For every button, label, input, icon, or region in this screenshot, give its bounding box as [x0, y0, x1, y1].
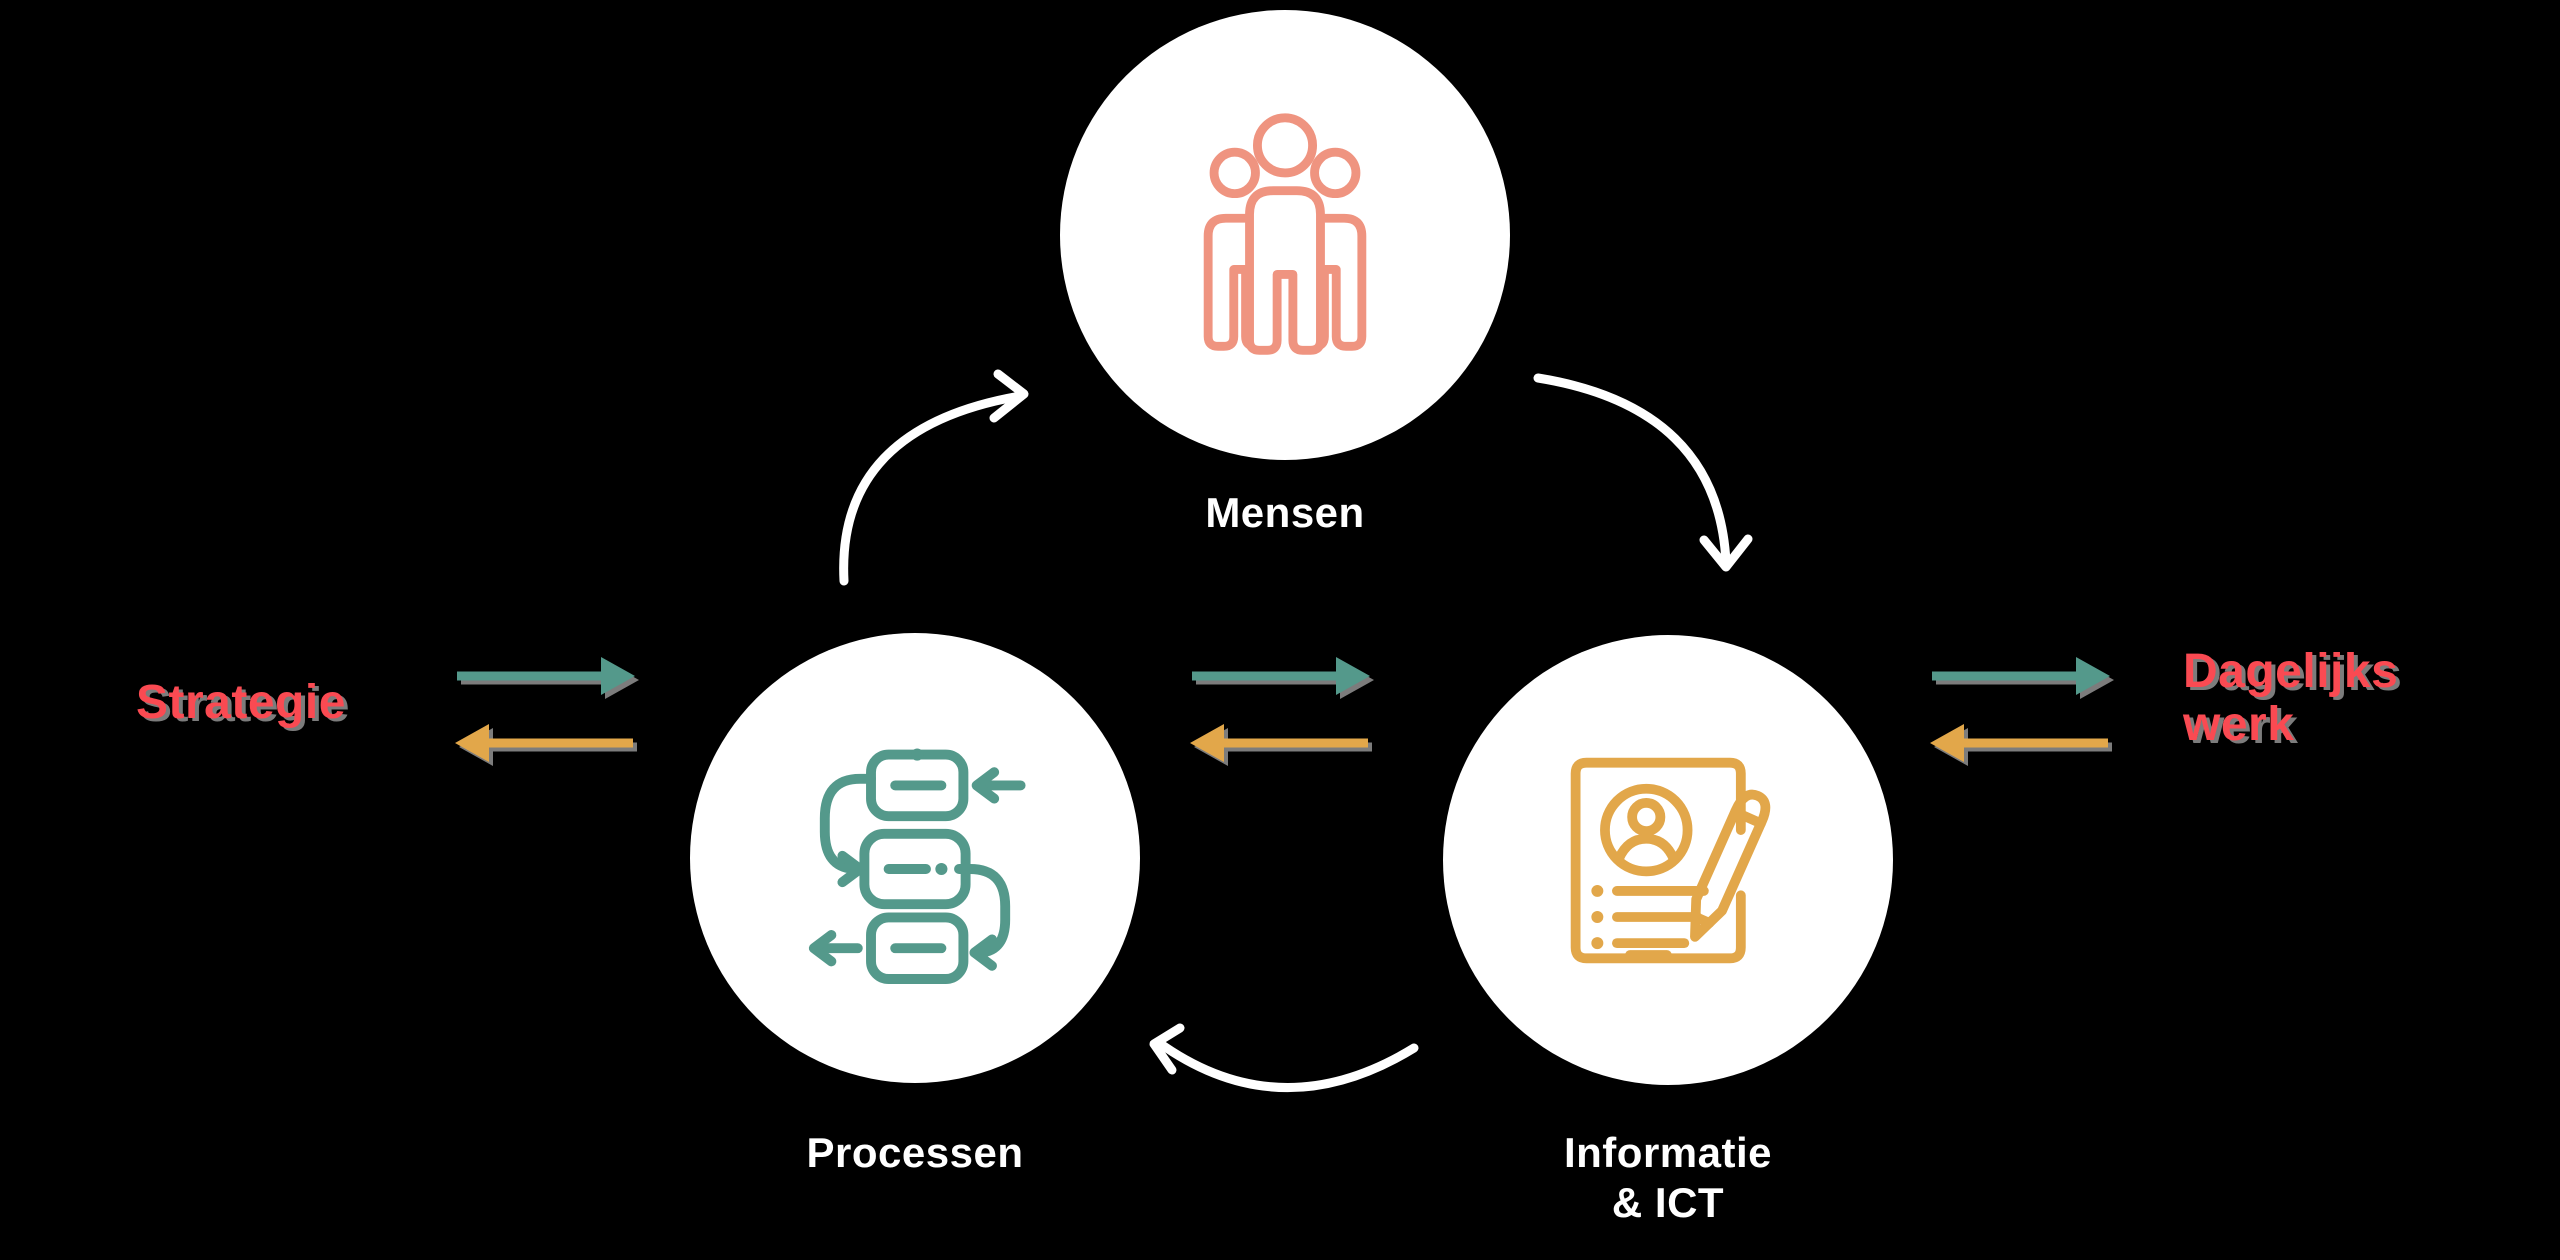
- arrow-pair-informatie-dagelijkswerk: [1930, 657, 2110, 762]
- node-mensen: [1060, 10, 1510, 460]
- arrow-right-teal: [457, 657, 635, 695]
- arrow-pair-strategie-processen: [455, 657, 635, 762]
- node-processen: [690, 633, 1140, 1083]
- node-informatie: [1443, 635, 1893, 1085]
- cycle-arrow-informatie-to-processen: [1149, 1023, 1419, 1092]
- node-label-informatie: Informatie & ICT: [1443, 1128, 1893, 1228]
- node-label-processen: Processen: [806, 1129, 1024, 1176]
- document-pencil-icon: [1570, 757, 1771, 963]
- cycle-arrow-processen-to-mensen: [839, 369, 1029, 586]
- strategie-label: Strategie: [136, 676, 346, 729]
- node-label-informatie-line2: & ICT: [1611, 1179, 1725, 1226]
- arrow-right-teal: [1932, 657, 2110, 695]
- node-label-mensen: Mensen: [1205, 489, 1365, 536]
- process-flow-icon: [808, 748, 1026, 984]
- arrow-left-gold: [455, 724, 633, 762]
- arrow-right-teal: [1192, 657, 1370, 695]
- arrow-left-gold: [1190, 724, 1368, 762]
- arrow-pair-processen-informatie: [1190, 657, 1370, 762]
- people-group-icon: [1203, 113, 1367, 355]
- node-label-informatie-line1: Informatie: [1563, 1129, 1773, 1176]
- arrow-left-gold: [1930, 724, 2108, 762]
- dagelijks-werk-label: Dagelijks werk: [2183, 645, 2398, 751]
- dagelijks-werk-line2: werk: [2183, 698, 2295, 751]
- dagelijks-werk-line1: Dagelijks: [2183, 645, 2399, 698]
- cycle-arrow-mensen-to-informatie: [1533, 373, 1753, 572]
